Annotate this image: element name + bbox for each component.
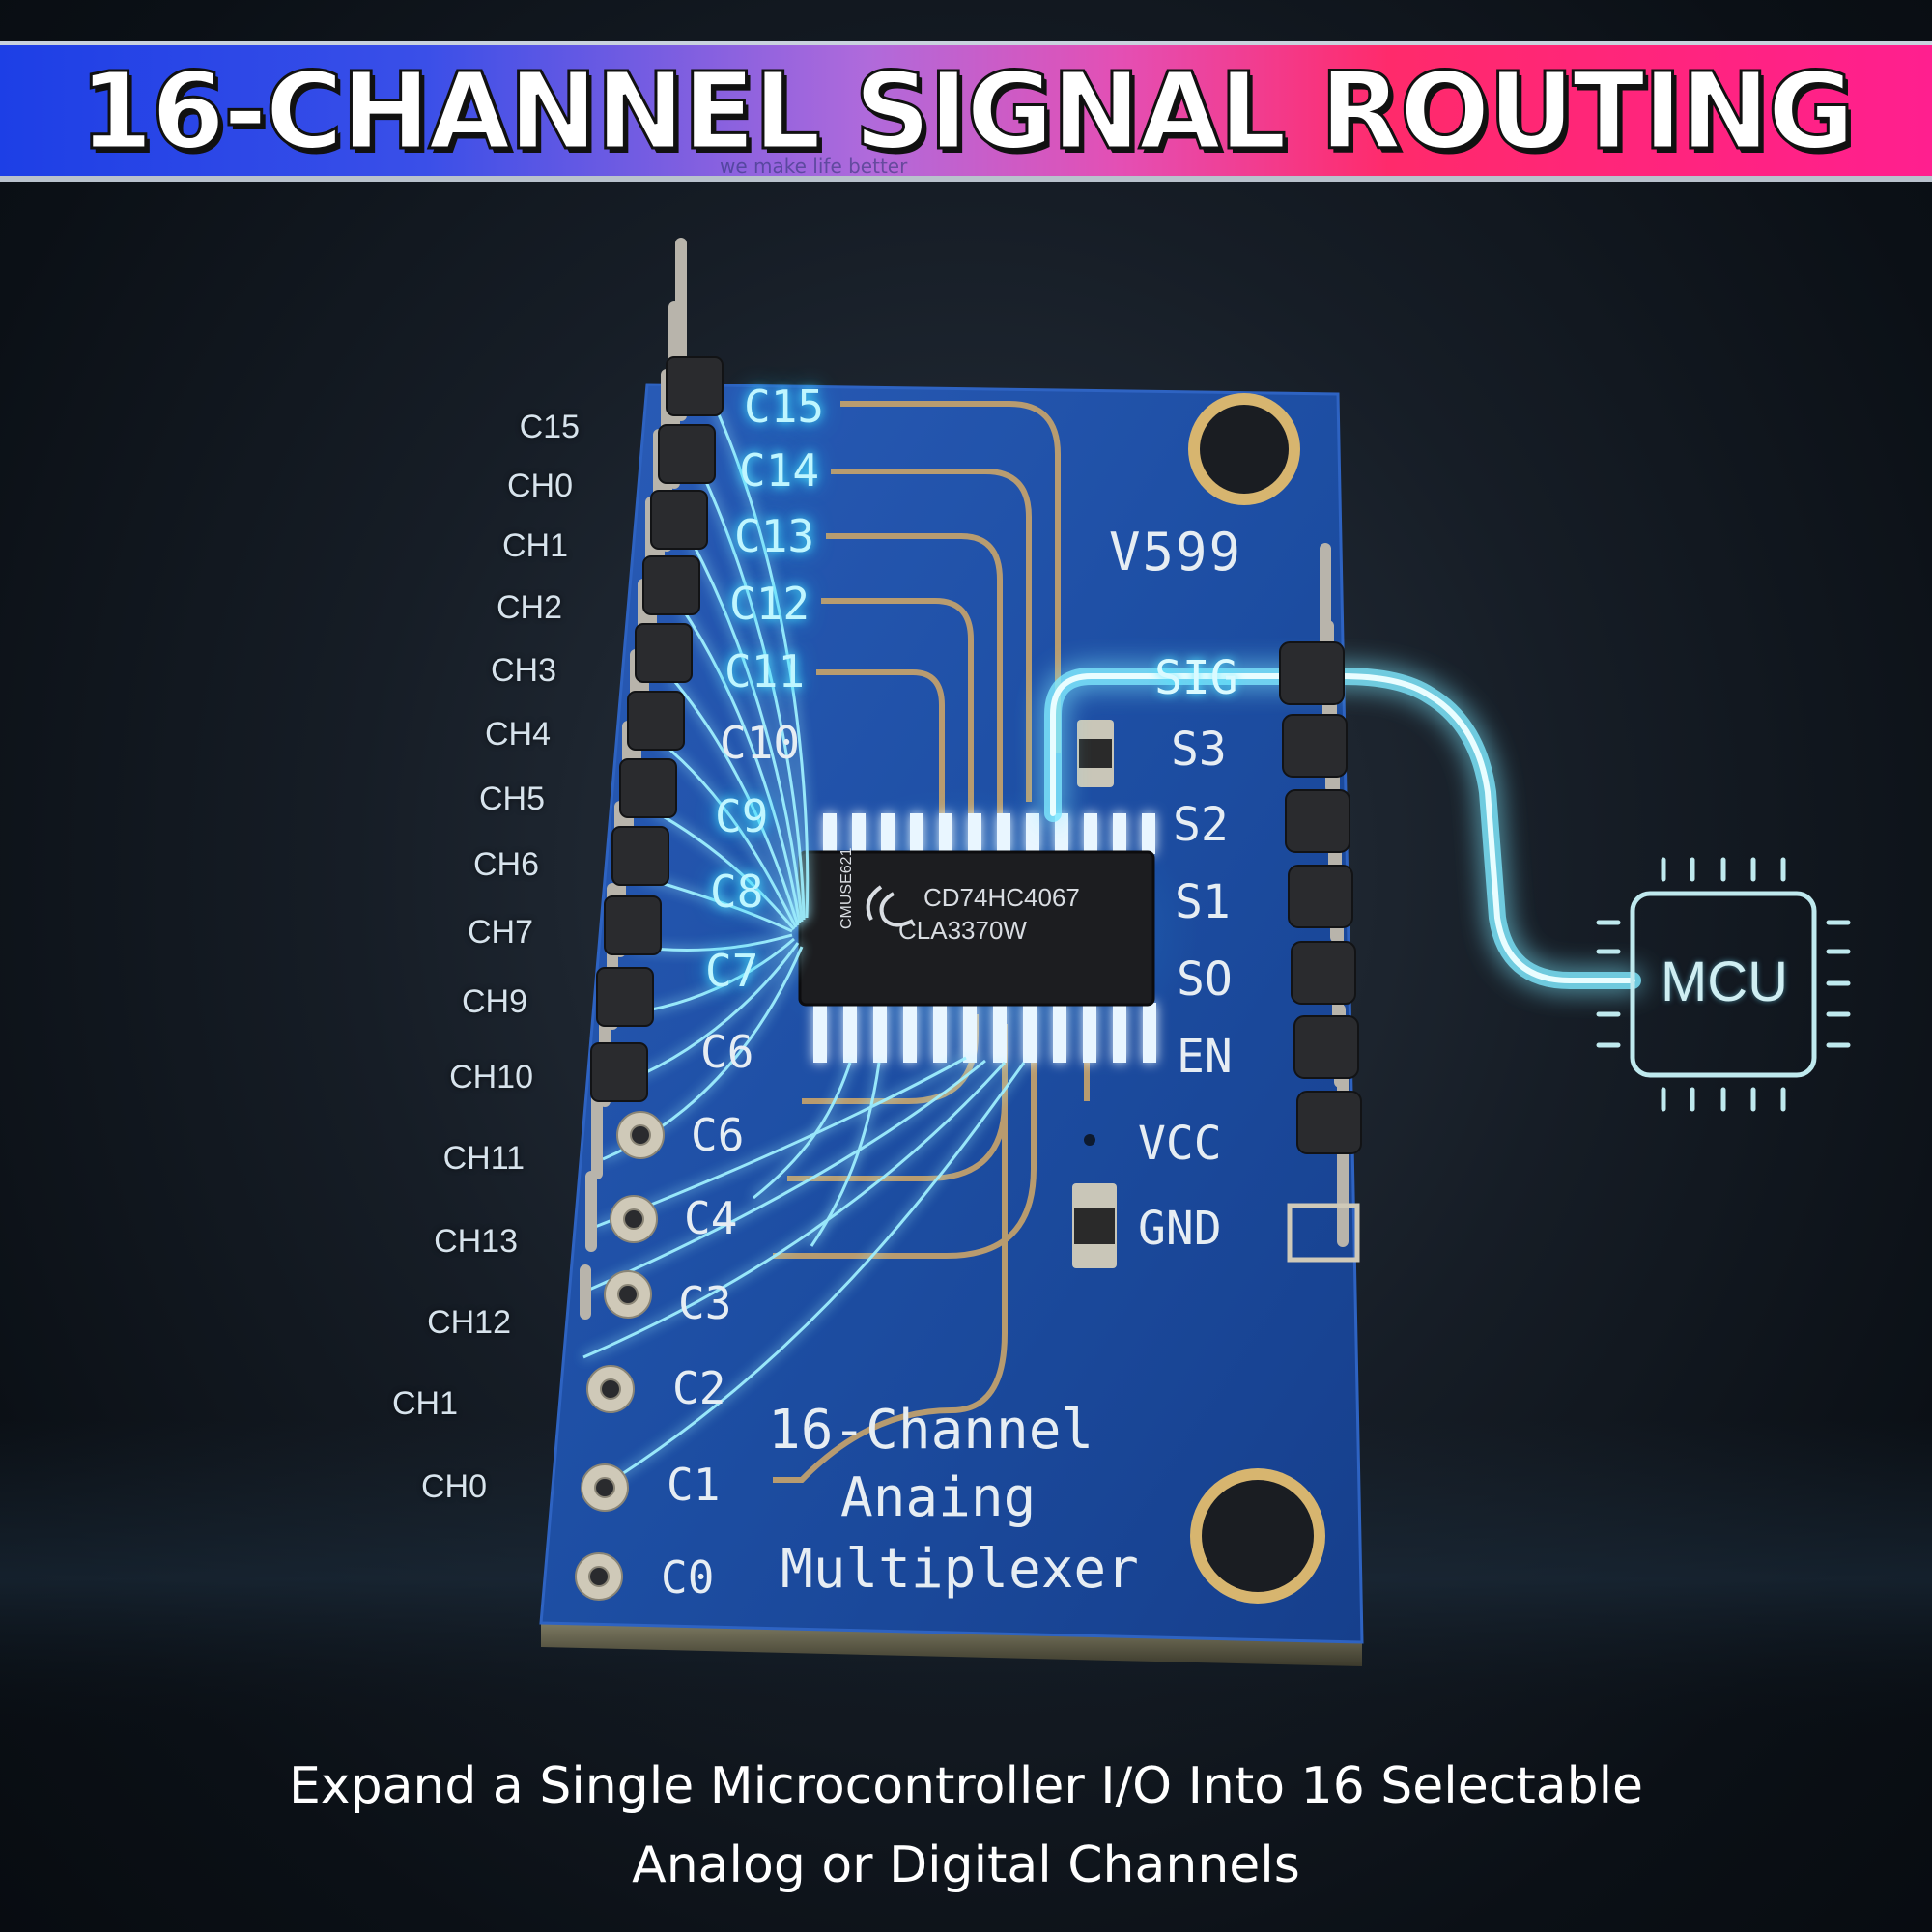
board-title-line: 16-Channel	[768, 1399, 1094, 1462]
left-header-pins	[575, 238, 724, 1601]
side-label: CH9	[461, 983, 527, 1020]
caption-line-1: Expand a Single Microcontroller I/O Into…	[288, 1757, 1644, 1815]
side-label: CH1	[391, 1385, 458, 1422]
banner-faint-text: we make life better	[720, 155, 908, 178]
side-label: CH4	[484, 716, 551, 753]
pin-label: C2	[672, 1362, 726, 1414]
pin-label: C14	[739, 444, 820, 497]
pin-label-vcc: VCC	[1138, 1117, 1222, 1171]
side-label: CH1	[501, 527, 568, 564]
pin-label: C8	[710, 866, 764, 918]
side-label: CH11	[442, 1140, 525, 1177]
chip-lot-code: CLA3370W	[898, 916, 1027, 945]
side-label: CH0	[506, 468, 573, 504]
side-label: CH13	[434, 1223, 518, 1260]
pin-label-s2: S2	[1173, 798, 1229, 852]
pin-label: C10	[720, 717, 801, 769]
board-title-line: Multiplexer	[781, 1538, 1139, 1601]
caption-line-2: Analog or Digital Channels	[632, 1836, 1300, 1894]
title-banner: 16-CHANNEL SIGNAL ROUTING	[0, 41, 1932, 182]
right-header-pins	[1279, 543, 1362, 1263]
side-label: CH7	[467, 914, 533, 951]
pin-label: C13	[734, 510, 815, 562]
pin-label: C9	[715, 790, 769, 842]
chip-side-mark: CMUSE621	[838, 847, 855, 929]
side-label: CH12	[427, 1304, 511, 1341]
pin-label: C1	[667, 1459, 721, 1511]
ic-chip	[753, 787, 1198, 1077]
pin-label: C6	[700, 1026, 754, 1078]
pin-label-sig: SIG	[1154, 651, 1238, 705]
pin-label-s1: S1	[1175, 875, 1231, 929]
pin-label: C15	[744, 381, 825, 433]
pin-label-so: SO	[1177, 952, 1233, 1007]
board-model-label: V599	[1109, 522, 1243, 582]
chip-part-number: CD74HC4067	[923, 883, 1080, 912]
side-label: CH0	[420, 1468, 487, 1505]
pin-label: C12	[729, 578, 810, 630]
caption: Expand a Single Microcontroller I/O Into…	[97, 1747, 1835, 1905]
side-label: CH3	[490, 652, 556, 689]
pin-label-en: EN	[1177, 1030, 1233, 1084]
pin-label: C7	[705, 945, 759, 997]
pin-label: C6	[691, 1109, 745, 1161]
side-label: CH5	[478, 781, 545, 817]
side-label: CH2	[496, 589, 562, 626]
pin-label: C11	[724, 645, 806, 697]
mcu-chip-icon	[1596, 857, 1851, 1112]
side-label: CH10	[449, 1059, 533, 1095]
banner-title: 16-CHANNEL SIGNAL ROUTING	[77, 47, 1856, 174]
signal-lines	[582, 405, 1026, 1490]
side-label: CH6	[472, 846, 539, 883]
pin-label: C4	[684, 1192, 738, 1244]
pin-label-gnd: GND	[1138, 1202, 1222, 1256]
side-label: C15	[519, 409, 580, 445]
pin-label: C0	[661, 1551, 715, 1604]
pin-label: C3	[678, 1277, 732, 1329]
pin-label-s3: S3	[1171, 723, 1227, 777]
mcu-label: MCU	[1660, 951, 1789, 1013]
board-title-line: Anaing	[840, 1466, 1037, 1529]
